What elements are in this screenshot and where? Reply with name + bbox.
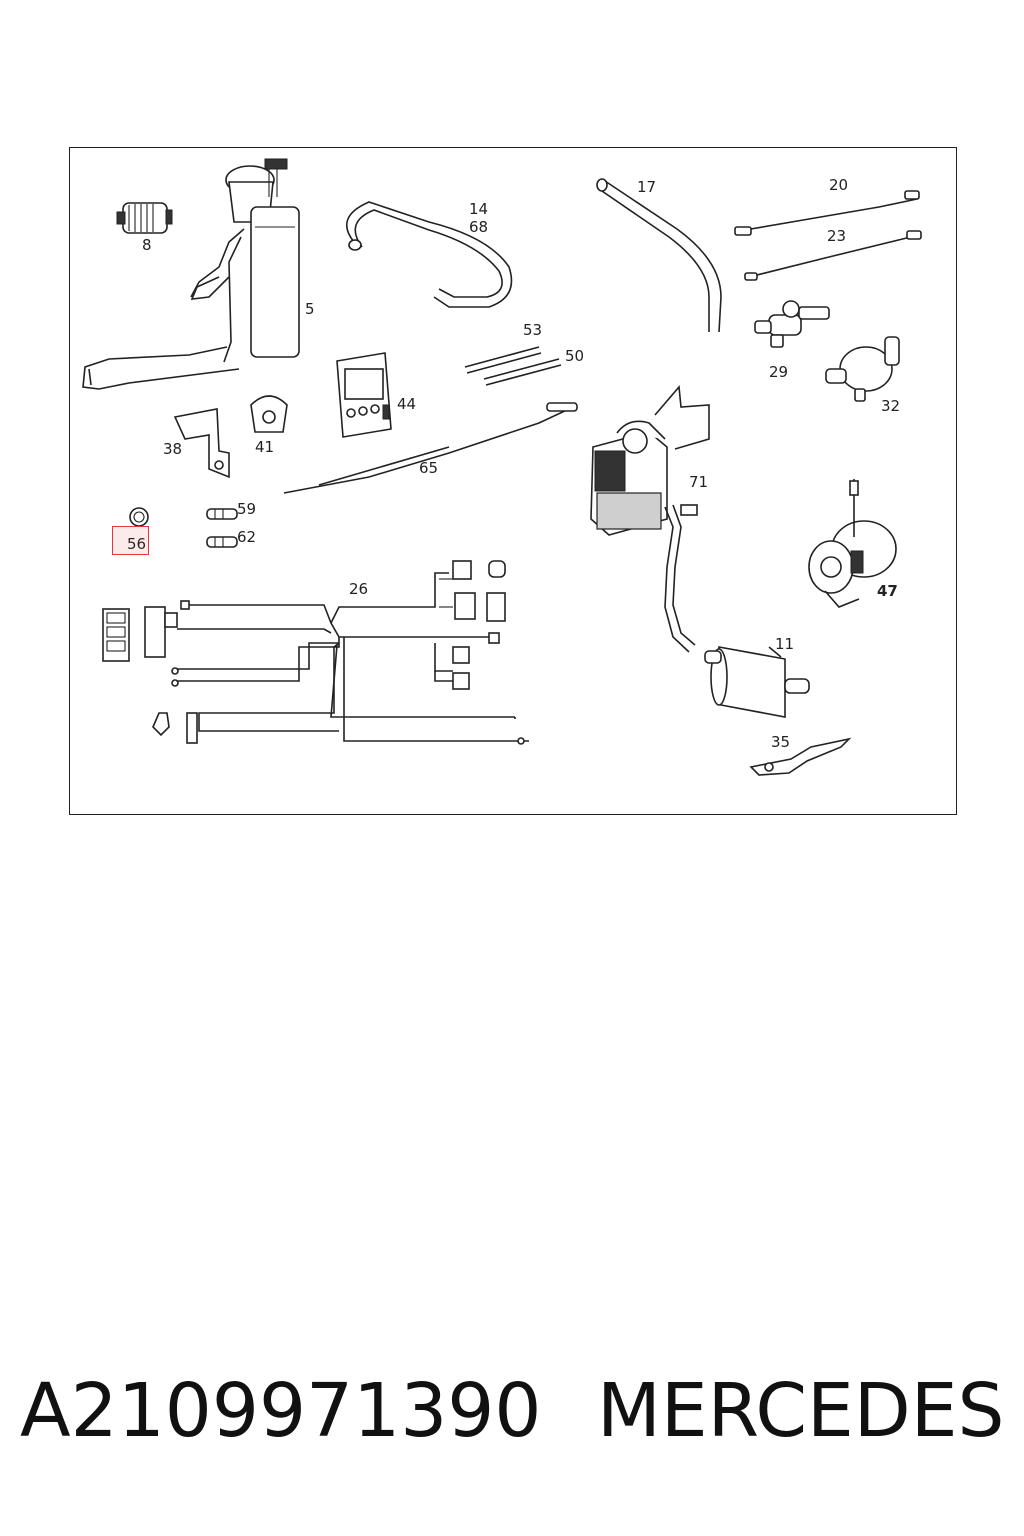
callout-11[interactable]: 11 xyxy=(775,635,794,653)
callout-23[interactable]: 23 xyxy=(827,227,846,245)
part-muffler-11[interactable] xyxy=(704,646,810,718)
part-heater-unit[interactable] xyxy=(590,385,710,653)
callout-62[interactable]: 62 xyxy=(237,528,256,546)
callout-5[interactable]: 5 xyxy=(305,300,315,318)
part-wire-23[interactable] xyxy=(744,230,922,281)
part-fuel-pump[interactable] xyxy=(82,158,300,390)
part-coolant-hose[interactable] xyxy=(345,201,513,308)
part-fitting-62[interactable] xyxy=(206,536,238,548)
part-valve-29[interactable] xyxy=(754,300,830,348)
part-number-text: A2109971390 xyxy=(20,1368,542,1454)
callout-71[interactable]: 71 xyxy=(689,473,708,491)
callout-47[interactable]: 47 xyxy=(877,582,898,600)
part-wire-20[interactable] xyxy=(734,190,920,236)
callout-68[interactable]: 68 xyxy=(469,218,488,236)
callout-20[interactable]: 20 xyxy=(829,176,848,194)
part-fitting-59[interactable] xyxy=(206,508,238,520)
part-wiring-harness[interactable] xyxy=(102,560,529,745)
callout-53[interactable]: 53 xyxy=(523,321,542,339)
callout-35[interactable]: 35 xyxy=(771,733,790,751)
part-control-timer[interactable] xyxy=(336,352,392,438)
part-fuel-filter[interactable] xyxy=(116,202,173,234)
callout-50[interactable]: 50 xyxy=(565,347,584,365)
callout-38[interactable]: 38 xyxy=(163,440,182,458)
callout-59[interactable]: 59 xyxy=(237,500,256,518)
part-pump-32[interactable] xyxy=(825,336,900,402)
part-pin-53[interactable] xyxy=(464,346,542,374)
parts-diagram: 8 5 14 68 17 20 23 29 32 53 50 44 38 41 … xyxy=(82,158,922,776)
part-bracket-38[interactable] xyxy=(173,408,230,479)
part-clip-35[interactable] xyxy=(749,737,852,776)
callout-26[interactable]: 26 xyxy=(349,580,368,598)
brand-text: MERCEDES xyxy=(597,1368,1005,1454)
part-clamp-56[interactable] xyxy=(129,507,149,527)
diagram-frame xyxy=(69,147,957,815)
callout-14[interactable]: 14 xyxy=(469,200,488,218)
part-motor-47[interactable] xyxy=(808,479,897,608)
callout-32[interactable]: 32 xyxy=(881,397,900,415)
callout-17[interactable]: 17 xyxy=(637,178,656,196)
part-cable-65[interactable] xyxy=(283,402,578,494)
callout-56[interactable]: 56 xyxy=(127,535,146,553)
highlighted-callout-box xyxy=(112,526,149,555)
part-pin-50[interactable] xyxy=(483,358,562,386)
callout-65[interactable]: 65 xyxy=(419,459,438,477)
callout-29[interactable]: 29 xyxy=(769,363,788,381)
part-grommet-41[interactable] xyxy=(250,395,288,433)
part-hose-17[interactable] xyxy=(596,178,722,333)
callout-44[interactable]: 44 xyxy=(397,395,416,413)
callout-8[interactable]: 8 xyxy=(142,236,152,254)
callout-41[interactable]: 41 xyxy=(255,438,274,456)
